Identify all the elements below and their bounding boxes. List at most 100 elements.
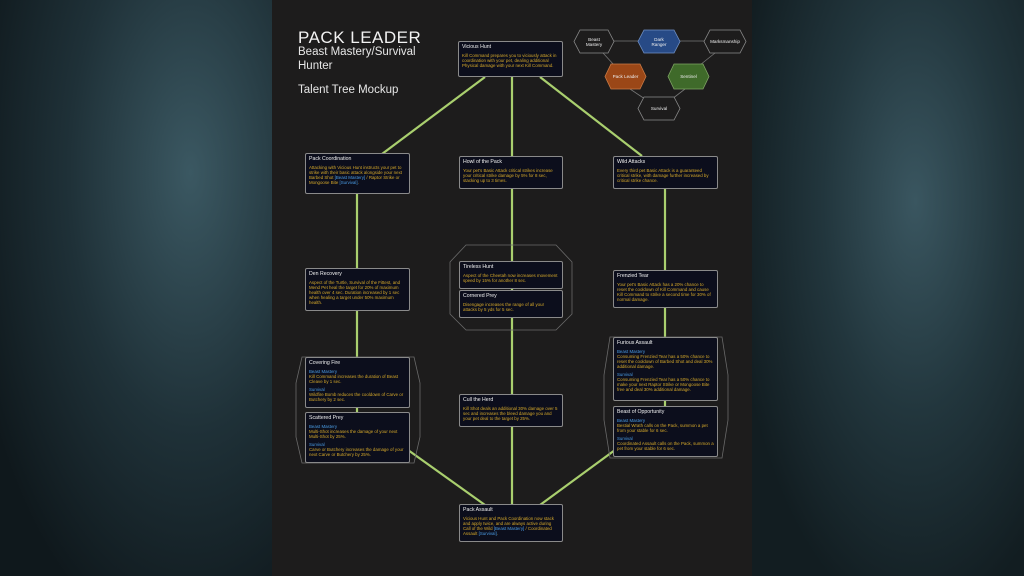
- description-text: Aspect of the Cheetah now increases move…: [463, 273, 558, 283]
- hero-label-survival: Survival: [650, 106, 668, 111]
- subtitle: Hunter: [298, 60, 333, 72]
- spec-label: Beast Mastery: [309, 424, 338, 429]
- description-text: Coordinated Assault calls on the Pack, s…: [617, 441, 714, 451]
- description-text: Carve or Butchery increases the damage o…: [309, 447, 404, 457]
- page-title: PACK LEADER: [298, 28, 422, 47]
- spec-label: [Survival]: [339, 180, 358, 185]
- talent-title: Covering Fire: [309, 360, 341, 366]
- hero-hex-survival: [637, 96, 681, 121]
- talent-title: Pack Assault: [463, 507, 493, 513]
- talent-description: Coordinated Assault calls on the Pack, s…: [617, 441, 714, 451]
- talent-title: Howl of the Pack: [463, 159, 502, 165]
- talent-title: Furious Assault: [617, 340, 653, 346]
- spec-label: [Beast Mastery]: [334, 175, 366, 180]
- talent-description: Attacking with Vicious Hunt instructs yo…: [309, 165, 406, 185]
- hero-label-pack-leader: Pack Leader: [612, 74, 639, 79]
- description-text: Your pet's Basic Attack has a 20% chance…: [617, 282, 711, 302]
- description-text: Kill Command prepares you to viciously a…: [462, 53, 557, 68]
- talent-title: Tireless Hunt: [463, 264, 494, 270]
- hero-label-beast-mastery: Beast Mastery: [585, 36, 603, 47]
- hero-hex-marksmanship: [703, 29, 747, 54]
- description-text: Bestial Wrath calls on the Pack, summon …: [617, 423, 708, 433]
- background-art-right: [752, 0, 1024, 576]
- caption: Talent Tree Mockup: [298, 84, 399, 96]
- talent-description: Carve or Butchery increases the damage o…: [309, 447, 406, 457]
- description-text: Consuming Frenzied Tear has a 50% chance…: [617, 354, 713, 369]
- spec-label: Survival: [617, 372, 633, 377]
- hero-label-sentinel: Sentinel: [680, 74, 697, 79]
- hero-label-dark-ranger: Dark Ranger: [651, 36, 667, 47]
- talent-description: Beast Mastery: [309, 424, 406, 429]
- talent-description: Disengage increases the range of all you…: [463, 302, 559, 312]
- description-text: Wildfire Bomb reduces the cooldown of Ca…: [309, 392, 404, 402]
- description-text: Disengage increases the range of all you…: [463, 302, 545, 312]
- choice-frame: [449, 244, 573, 331]
- description-text: Kill Shot deals an additional 30% damage…: [463, 406, 558, 421]
- talent-description: Beast Mastery: [617, 349, 714, 354]
- hero-label-marksmanship: Marksmanship: [710, 39, 740, 44]
- description-text: Multi-Shot increases the damage of your …: [309, 429, 398, 439]
- talent-description: Vicious Hunt and Pack Coordination now s…: [463, 516, 559, 536]
- talent-title: Cornered Prey: [463, 293, 497, 299]
- description-text: Every third pet Basic Attack is a guaran…: [617, 168, 709, 183]
- talent-description: Kill Shot deals an additional 30% damage…: [463, 406, 559, 421]
- background-art-left: [0, 0, 272, 576]
- description-text: Your pet's Basic Attack critical strikes…: [463, 168, 553, 183]
- description-text: Kill Command increases the duration of B…: [309, 374, 399, 384]
- talent-description: Aspect of the Cheetah now increases move…: [463, 273, 559, 283]
- talent-description: Aspect of the Turtle, Survival of the Fi…: [309, 280, 406, 305]
- talent-description: Multi-Shot increases the damage of your …: [309, 429, 406, 439]
- talent-description: Beast Mastery: [617, 418, 714, 423]
- connector: [381, 76, 486, 155]
- talent-description: Survival: [617, 436, 714, 441]
- subtitle: Beast Mastery/Survival: [298, 46, 416, 58]
- talent-description: Survival: [309, 442, 406, 447]
- connector: [407, 449, 486, 506]
- talent-description: Your pet's Basic Attack has a 20% chance…: [617, 282, 714, 302]
- hero-hex-beast-mastery: [573, 29, 615, 54]
- talent-title: Scattered Prey: [309, 415, 344, 421]
- talent-description: Bestial Wrath calls on the Pack, summon …: [617, 423, 714, 433]
- talent-description: Wildfire Bomb reduces the cooldown of Ca…: [309, 392, 406, 402]
- spec-label: Survival: [309, 387, 325, 392]
- description-text: .: [357, 180, 359, 185]
- hero-hex-dark-ranger: [637, 29, 681, 54]
- talent-description: Consuming Frenzied Tear has a 50% chance…: [617, 354, 714, 369]
- talent-title: Den Recovery: [309, 271, 342, 277]
- hero-hex-sentinel: [667, 63, 710, 90]
- spec-label: Beast Mastery: [617, 349, 646, 354]
- description-text: Aspect of the Turtle, Survival of the Fi…: [309, 280, 401, 305]
- talent-title: Vicious Hunt: [462, 44, 492, 50]
- description-text: / Coordinated Assault: [463, 526, 552, 536]
- description-text: Vicious Hunt and Pack Coordination now s…: [463, 516, 554, 531]
- choice-frame: [295, 356, 421, 464]
- talent-description: Your pet's Basic Attack critical strikes…: [463, 168, 559, 183]
- talent-description: Kill Command increases the duration of B…: [309, 374, 406, 384]
- hero-hex-pack-leader: [604, 63, 647, 90]
- spec-label: [Survival]: [478, 531, 497, 536]
- talent-description: Consuming Frenzied Tear has a 50% chance…: [617, 377, 714, 392]
- talent-title: Pack Coordination: [309, 156, 352, 162]
- description-text: / Raptor Strike or Mongoose Bite: [309, 175, 400, 185]
- description-text: Attacking with Vicious Hunt instructs yo…: [309, 165, 402, 180]
- connector: [539, 76, 643, 157]
- choice-frame: [603, 336, 729, 459]
- talent-description: Beast Mastery: [309, 369, 406, 374]
- description-text: Consuming Frenzied Tear has a 50% chance…: [617, 377, 710, 392]
- talent-title: Cull the Herd: [463, 397, 494, 403]
- talent-description: Survival: [617, 372, 714, 377]
